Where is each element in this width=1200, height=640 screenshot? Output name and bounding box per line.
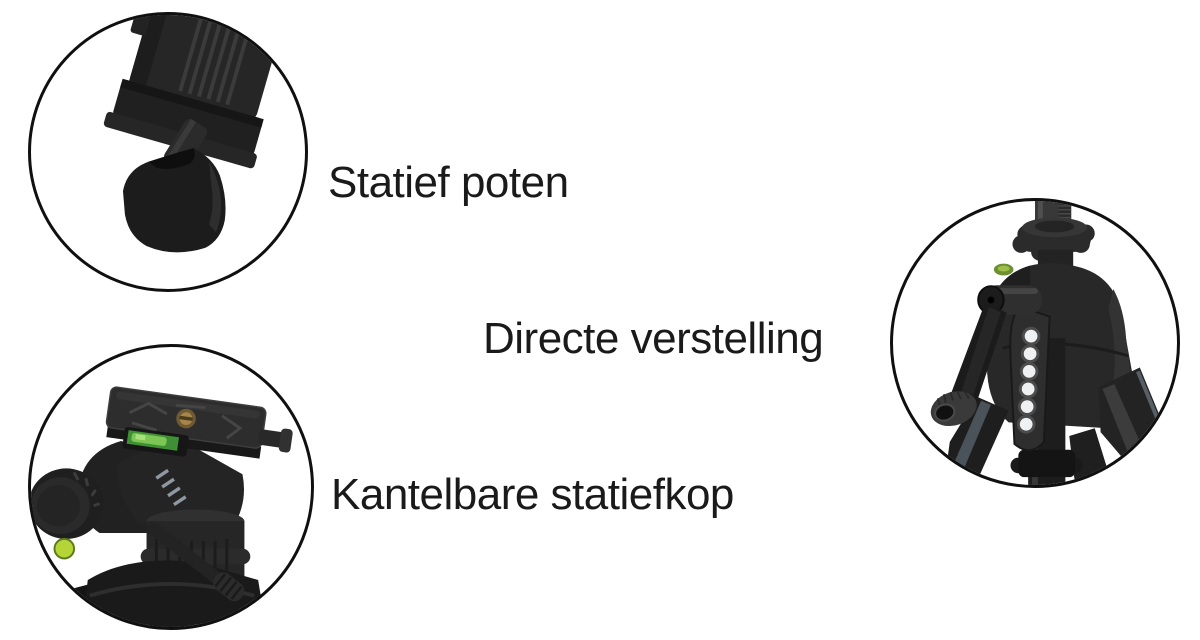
label-tripod-feet: Statief poten xyxy=(328,158,569,207)
callout-circle-crank xyxy=(890,198,1180,488)
callout-circle-tripod-foot xyxy=(28,12,308,292)
label-tilting-head: Kantelbare statiefkop xyxy=(331,470,734,519)
callout-circle-tilt-head xyxy=(28,344,314,630)
pan-tilt-head-photo xyxy=(31,386,293,627)
tripod-foot-photo xyxy=(103,15,294,253)
center-column-crank-photo xyxy=(930,201,1177,485)
label-direct-adjustment: Directe verstelling xyxy=(483,314,824,363)
